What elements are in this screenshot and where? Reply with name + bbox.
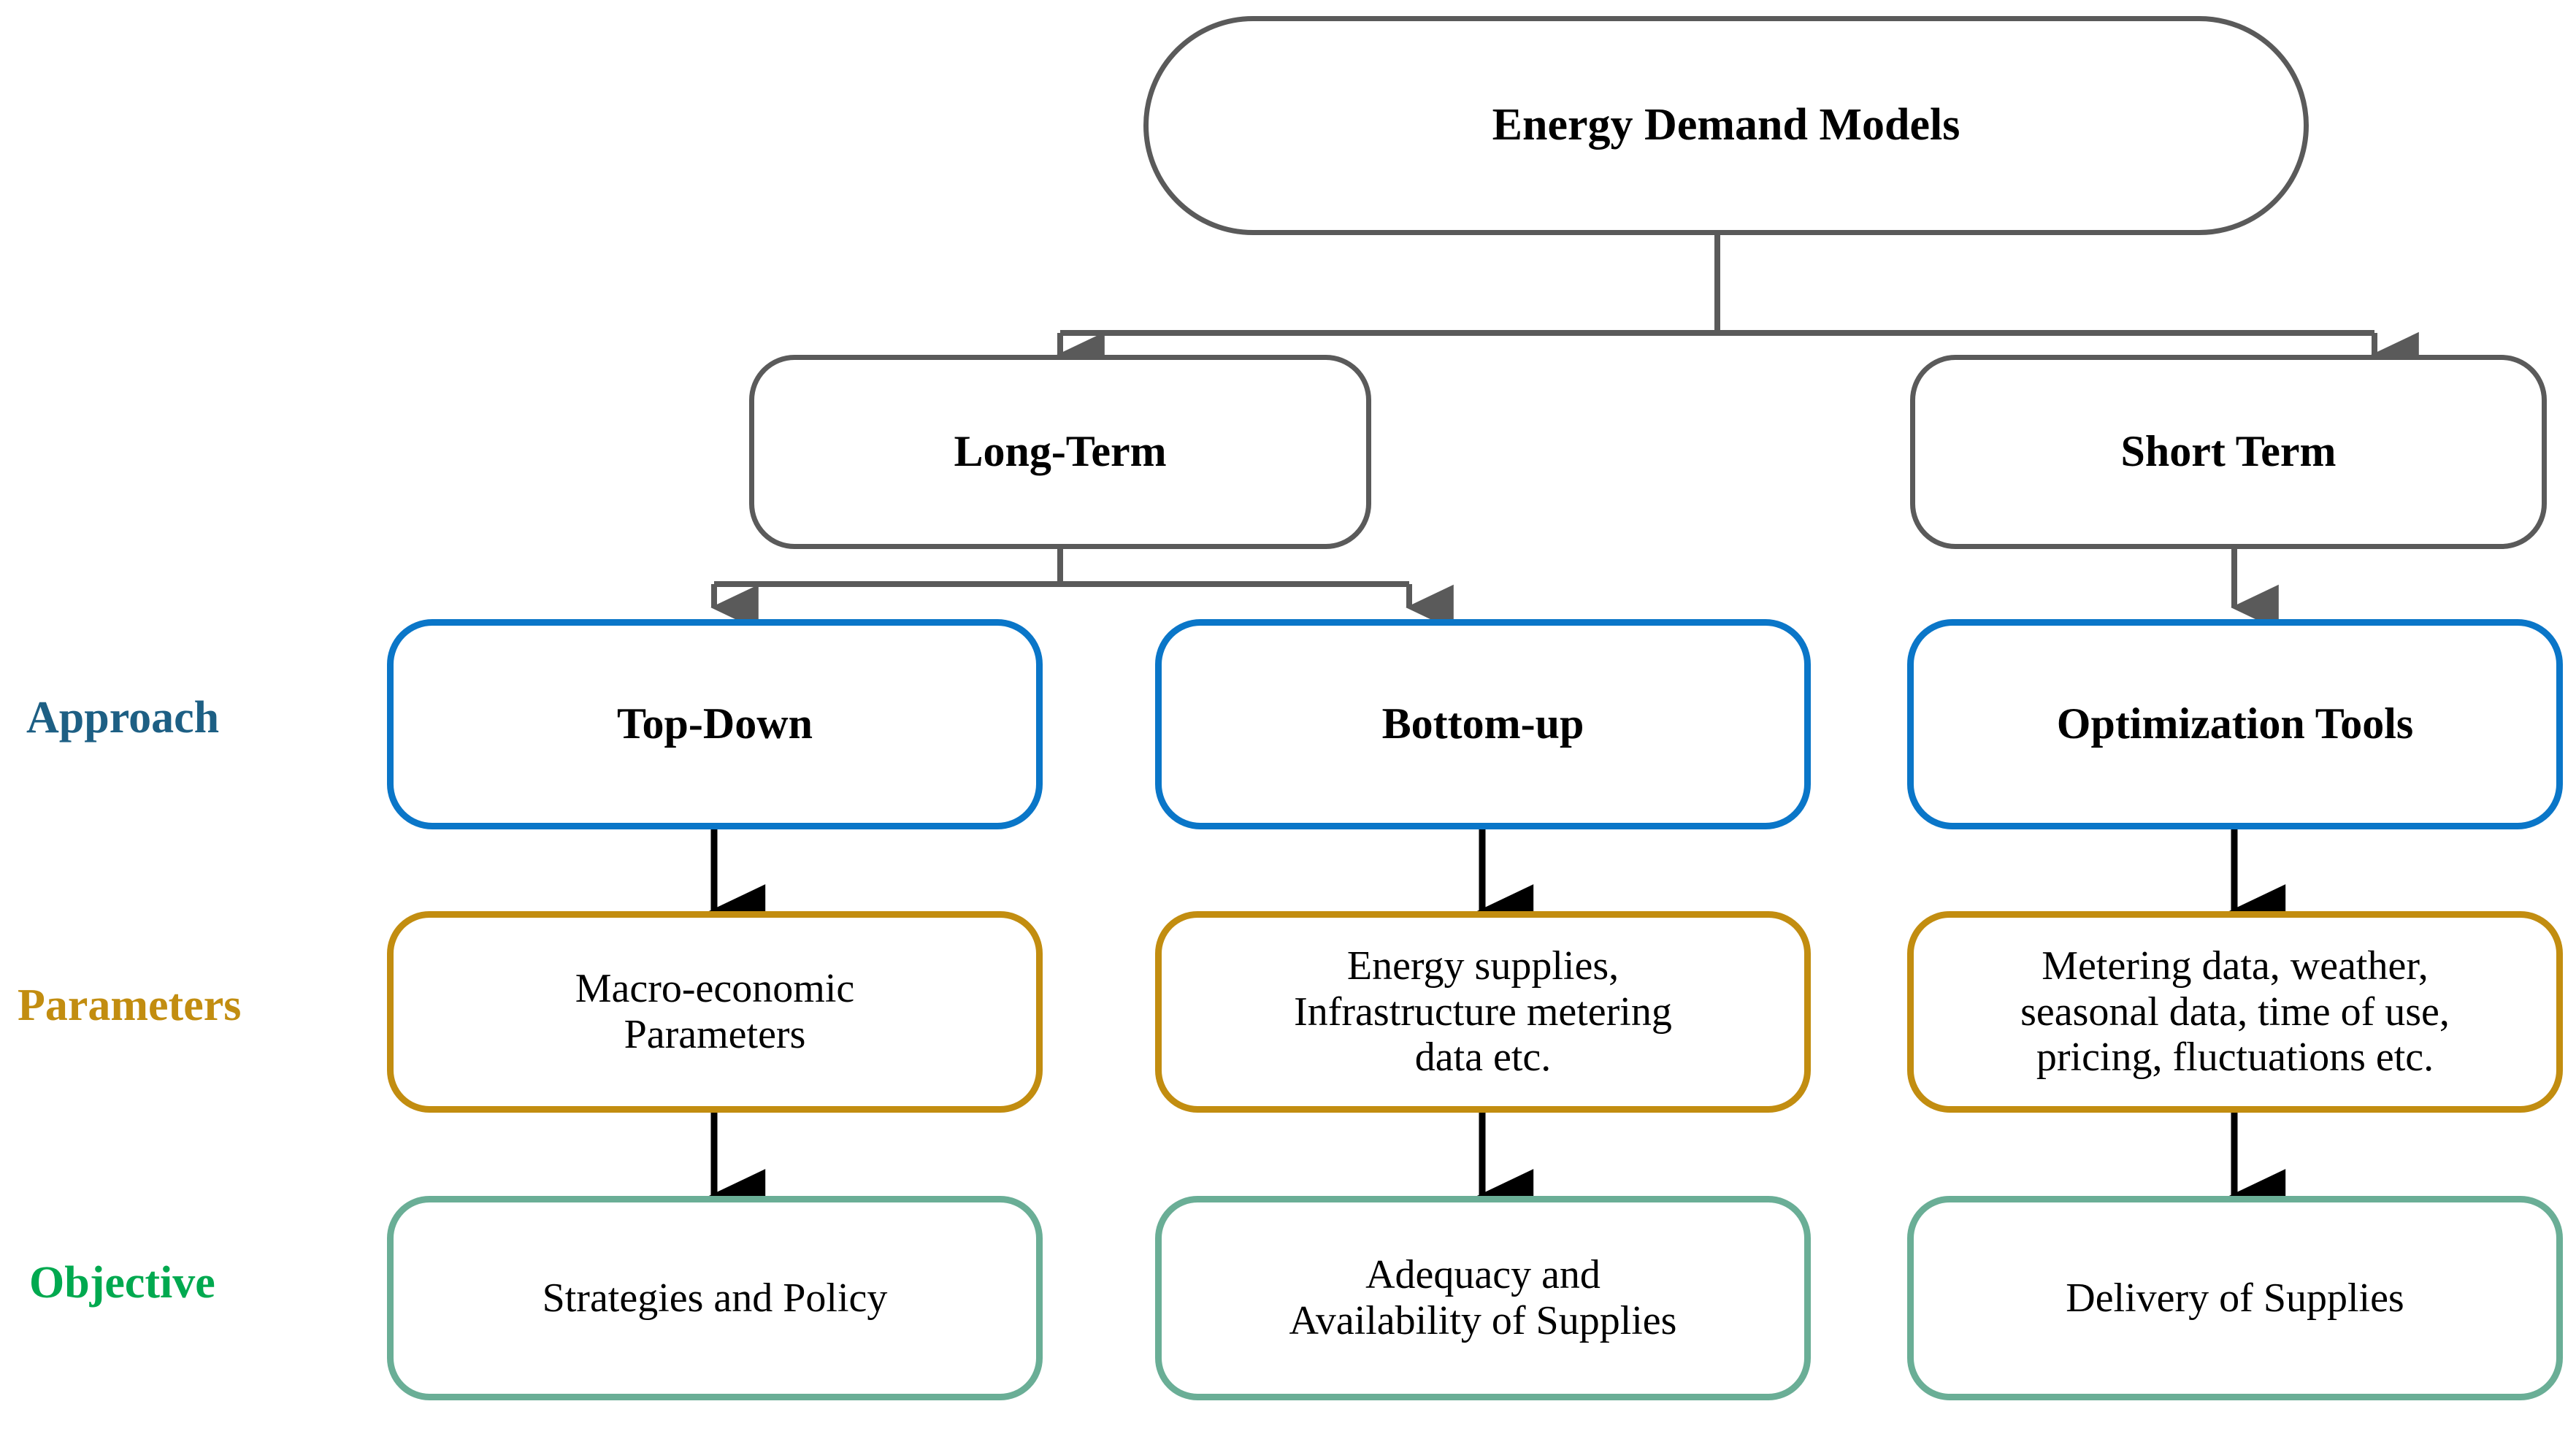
- node-label: Bottom-up: [1381, 699, 1584, 748]
- node-approach-bottom-up[interactable]: Bottom-up: [1155, 619, 1811, 829]
- row-label-approach: Approach: [26, 692, 219, 744]
- node-long-term[interactable]: Long-Term: [749, 355, 1371, 549]
- row-label-text: Objective: [29, 1258, 215, 1308]
- node-approach-optimization-tools[interactable]: Optimization Tools: [1907, 619, 2563, 829]
- row-label-parameters: Parameters: [18, 980, 241, 1032]
- node-label-line: Availability of Supplies: [1289, 1298, 1677, 1343]
- edge-root-to-level2: [1057, 235, 2419, 378]
- node-parameters-metering-data[interactable]: Metering data, weather, seasonal data, t…: [1907, 911, 2563, 1113]
- node-label: Long-Term: [954, 427, 1167, 476]
- node-label: Adequacy and Availability of Supplies: [1289, 1252, 1677, 1343]
- node-short-term[interactable]: Short Term: [1910, 355, 2547, 549]
- node-parameters-macro-economic[interactable]: Macro-economic Parameters: [387, 911, 1043, 1113]
- node-label-line: pricing, fluctuations etc.: [2036, 1035, 2434, 1081]
- node-label: Energy supplies, Infrastructure metering…: [1294, 943, 1672, 1081]
- node-label-line: Strategies and Policy: [542, 1275, 888, 1321]
- node-label-line: Metering data, weather,: [2042, 943, 2429, 989]
- node-label-line: Delivery of Supplies: [2066, 1275, 2404, 1321]
- row-label-text: Approach: [26, 693, 220, 743]
- node-label: Energy Demand Models: [1492, 100, 1960, 150]
- node-objective-delivery-of-supplies[interactable]: Delivery of Supplies: [1907, 1196, 2563, 1400]
- node-label: Macro-economic Parameters: [575, 966, 854, 1057]
- node-objective-strategies-and-policy[interactable]: Strategies and Policy: [387, 1196, 1043, 1400]
- node-objective-adequacy-availability[interactable]: Adequacy and Availability of Supplies: [1155, 1196, 1811, 1400]
- node-approach-top-down[interactable]: Top-Down: [387, 619, 1043, 829]
- node-label: Short Term: [2120, 427, 2337, 476]
- node-label-line: Energy supplies,: [1346, 943, 1619, 989]
- node-label-line: Macro-economic: [575, 966, 855, 1012]
- row-label-objective: Objective: [29, 1257, 215, 1309]
- node-label-line: Parameters: [624, 1012, 806, 1057]
- node-label: Top-Down: [617, 699, 813, 748]
- node-label: Optimization Tools: [2056, 699, 2414, 748]
- node-label-line: Infrastructure metering: [1294, 989, 1672, 1035]
- node-label-line: data etc.: [1414, 1035, 1552, 1081]
- node-label: Metering data, weather, seasonal data, t…: [2020, 943, 2450, 1081]
- node-parameters-energy-supplies[interactable]: Energy supplies, Infrastructure metering…: [1155, 911, 1811, 1113]
- edge-parameters-to-objective: [708, 1113, 2286, 1223]
- row-label-text: Parameters: [18, 981, 242, 1030]
- node-energy-demand-models[interactable]: Energy Demand Models: [1143, 16, 2309, 235]
- edge-approach-to-parameters: [708, 829, 2286, 938]
- node-label-line: Adequacy and: [1365, 1252, 1601, 1298]
- node-label: Delivery of Supplies: [2066, 1275, 2404, 1321]
- node-label: Strategies and Policy: [543, 1275, 888, 1321]
- edge-longterm-to-approach: [710, 549, 1454, 631]
- node-label-line: seasonal data, time of use,: [2020, 989, 2450, 1035]
